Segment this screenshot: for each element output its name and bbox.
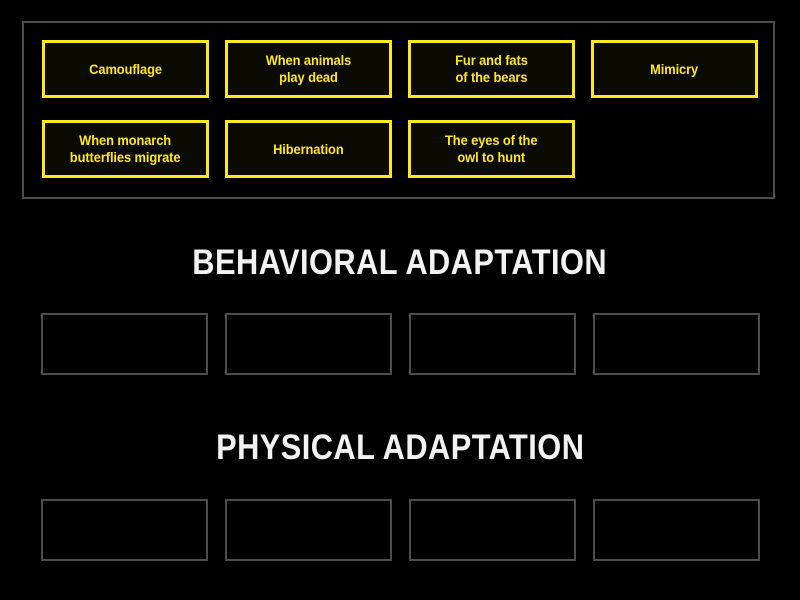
draggable-tile-fur-and-fats[interactable]: Fur and fats of the bears <box>408 40 575 98</box>
dropzone-row-behavioral <box>41 313 760 375</box>
draggable-tile-play-dead[interactable]: When animals play dead <box>225 40 392 98</box>
dropzone-physical-3[interactable] <box>409 499 576 561</box>
tile-label: Hibernation <box>273 140 344 157</box>
tile-grid: Camouflage When animals play dead Fur an… <box>42 40 758 180</box>
tile-label: Camouflage <box>89 60 162 77</box>
tile-tray: Camouflage When animals play dead Fur an… <box>22 21 775 199</box>
tile-grid-empty-slot <box>591 120 758 178</box>
category-heading-behavioral: BEHAVIORAL ADAPTATION <box>0 243 800 283</box>
category-heading-behavioral-label: BEHAVIORAL ADAPTATION <box>192 243 608 282</box>
dropzone-row-physical <box>41 499 760 561</box>
tile-label: Fur and fats of the bears <box>455 52 528 85</box>
draggable-tile-owl-eyes[interactable]: The eyes of the owl to hunt <box>408 120 575 178</box>
draggable-tile-hibernation[interactable]: Hibernation <box>225 120 392 178</box>
dropzone-physical-1[interactable] <box>41 499 208 561</box>
tile-label: When monarch butterflies migrate <box>70 132 181 165</box>
draggable-tile-camouflage[interactable]: Camouflage <box>42 40 209 98</box>
dropzone-behavioral-2[interactable] <box>225 313 392 375</box>
dropzone-behavioral-4[interactable] <box>593 313 760 375</box>
dropzone-behavioral-1[interactable] <box>41 313 208 375</box>
tile-label: When animals play dead <box>265 52 352 85</box>
tile-label: Mimicry <box>650 60 699 77</box>
category-heading-physical-label: PHYSICAL ADAPTATION <box>215 428 585 467</box>
draggable-tile-monarch-migrate[interactable]: When monarch butterflies migrate <box>42 120 209 178</box>
draggable-tile-mimicry[interactable]: Mimicry <box>591 40 758 98</box>
dropzone-physical-2[interactable] <box>225 499 392 561</box>
category-heading-physical: PHYSICAL ADAPTATION <box>0 428 800 468</box>
dropzone-physical-4[interactable] <box>593 499 760 561</box>
dropzone-behavioral-3[interactable] <box>409 313 576 375</box>
tile-label: The eyes of the owl to hunt <box>445 132 538 165</box>
